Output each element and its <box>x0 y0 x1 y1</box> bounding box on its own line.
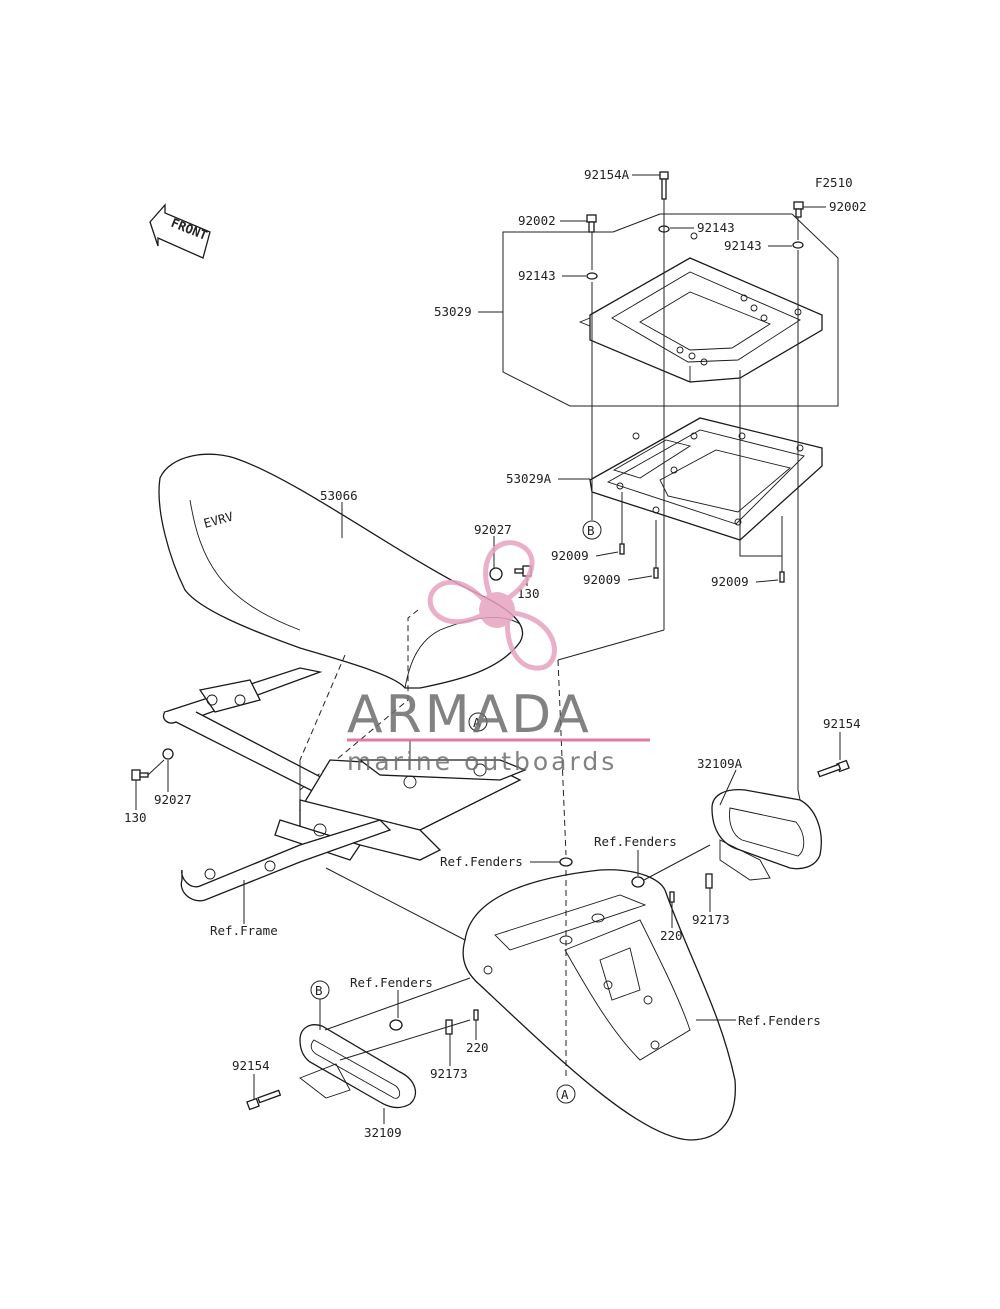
svg-text:B: B <box>587 523 595 538</box>
bolt-130-left <box>131 769 149 781</box>
screw-92009-b <box>653 567 659 579</box>
label-53029A: 53029A <box>506 471 552 486</box>
screw-92009-a <box>619 543 625 555</box>
bolt-92002-left <box>586 214 597 233</box>
watermark-tagline: marine outboards <box>347 747 617 776</box>
washer-ref-fenders <box>559 857 573 867</box>
label-ref-fenders-2: Ref.Fenders <box>440 854 523 869</box>
watermark: ARMADA marine outboards <box>347 540 650 776</box>
front-arrow-icon: FRONT <box>149 203 211 259</box>
label-220-right: 220 <box>660 928 683 943</box>
bolt-92154A <box>659 171 669 200</box>
screw-220-right <box>669 891 675 903</box>
propeller-logo-icon <box>427 540 557 671</box>
label-ref-fenders-4: Ref.Fenders <box>738 1013 821 1028</box>
grab-rail-right <box>711 789 822 881</box>
label-92173-right: 92173 <box>692 912 730 927</box>
label-92154A: 92154A <box>584 167 630 182</box>
bolt-92154-left <box>246 1089 282 1111</box>
svg-text:A: A <box>561 1087 569 1102</box>
rear-fender <box>462 869 736 1141</box>
grab-rail-left <box>299 1024 417 1109</box>
washer-ref-fenders-right <box>631 876 645 888</box>
screw-92009-c <box>779 571 785 583</box>
carrier-rack <box>578 232 823 383</box>
label-53066: 53066 <box>320 488 358 503</box>
frame <box>162 667 527 902</box>
label-53029: 53029 <box>434 304 472 319</box>
assembly-bracket-53029 <box>502 213 839 407</box>
callout-b-top: B <box>582 520 602 540</box>
label-220-left: 220 <box>466 1040 489 1055</box>
label-ref-fenders-1: Ref.Fenders <box>594 834 677 849</box>
label-32109: 32109 <box>364 1125 402 1140</box>
svg-text:B: B <box>315 983 323 998</box>
label-92002-left: 92002 <box>518 213 556 228</box>
label-92027-top: 92027 <box>474 522 512 537</box>
label-92002-right: 92002 <box>829 199 867 214</box>
label-ref-frame: Ref.Frame <box>210 923 278 938</box>
label-92009-c: 92009 <box>711 574 749 589</box>
callout-a-top: A <box>468 712 488 732</box>
clip-92173-right <box>705 873 713 889</box>
washer-92027-top <box>489 567 503 581</box>
label-92173-left: 92173 <box>430 1066 468 1081</box>
label-92143-top: 92143 <box>697 220 735 235</box>
label-32109A: 32109A <box>697 756 743 771</box>
bolt-92154-right <box>817 759 850 778</box>
label-92009-b: 92009 <box>583 572 621 587</box>
diagram-code: F2510 <box>815 175 853 190</box>
label-130-top: 130 <box>517 586 540 601</box>
washer-92143-right <box>792 241 804 249</box>
label-92154-left: 92154 <box>232 1058 270 1073</box>
seat: EVRV <box>158 453 524 689</box>
label-92027-left: 92027 <box>154 792 192 807</box>
bolt-92002-right <box>793 201 804 218</box>
label-92009-a: 92009 <box>551 548 589 563</box>
washer-92027-left <box>162 748 174 760</box>
callout-b-bottom: B <box>310 980 330 1000</box>
label-92143-right: 92143 <box>724 238 762 253</box>
label-130-left: 130 <box>124 810 147 825</box>
washer-92143-left <box>586 272 598 280</box>
svg-text:A: A <box>473 715 481 730</box>
label-92143-left: 92143 <box>518 268 556 283</box>
screw-220-left <box>473 1009 479 1021</box>
washer-ref-fenders-left <box>389 1019 403 1031</box>
carrier-base-plate <box>589 417 823 541</box>
label-ref-fenders-3: Ref.Fenders <box>350 975 433 990</box>
watermark-brand: ARMADA <box>347 685 592 745</box>
callout-a-bottom: A <box>556 1084 576 1104</box>
label-92154-right: 92154 <box>823 716 861 731</box>
